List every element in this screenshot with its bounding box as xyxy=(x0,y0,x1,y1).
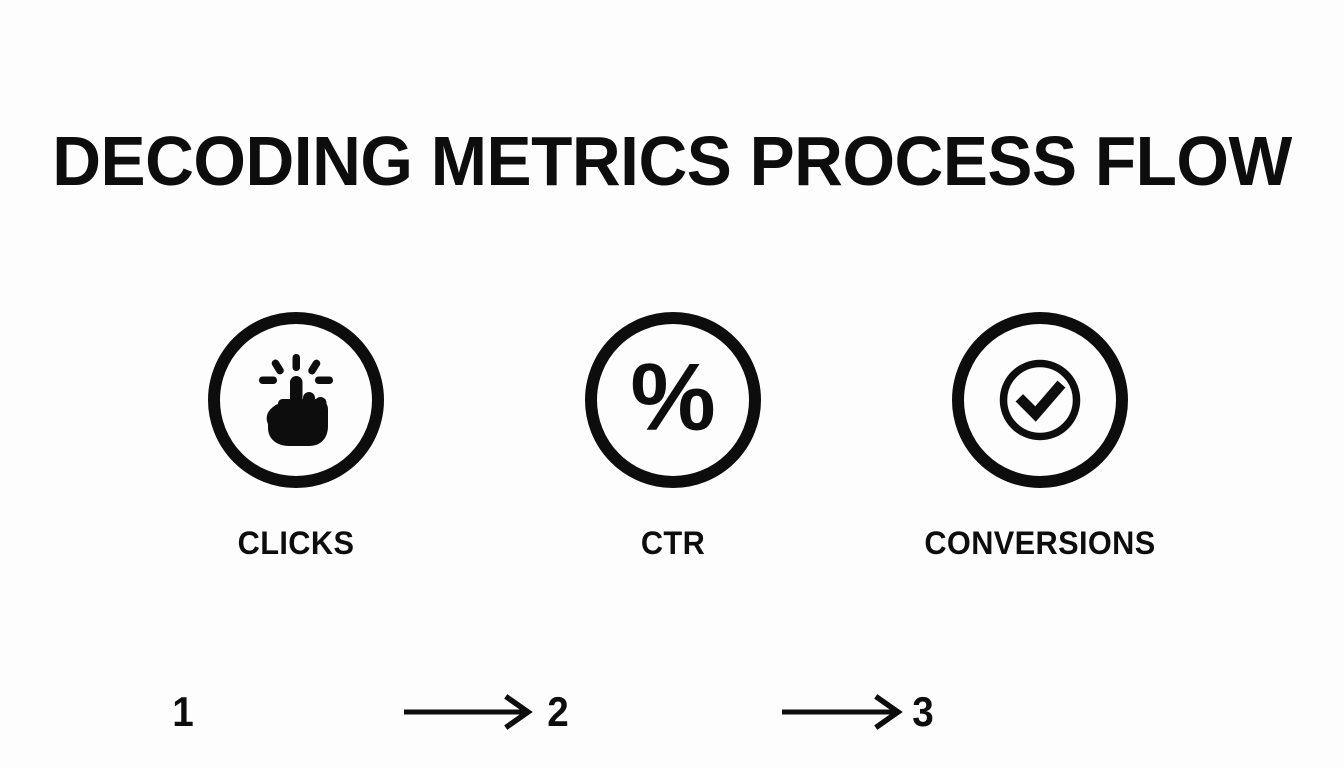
step-icon-holder-3 xyxy=(952,312,1128,488)
page-title: DECODING METRICS PROCESS FLOW xyxy=(52,122,1292,200)
arrow-step2-to-step3 xyxy=(782,690,906,734)
step-icon-holder-2: % xyxy=(585,312,761,488)
percent-icon: % xyxy=(630,344,716,451)
process-step-conversions[interactable] xyxy=(952,312,1128,488)
process-flow-row: % 1 2 3 xyxy=(0,312,1344,735)
check-circle-icon xyxy=(999,359,1081,441)
step-label-clicks: CLICKS xyxy=(237,525,355,561)
arrow-step1-to-step2 xyxy=(404,690,536,734)
step-number-3: 3 xyxy=(912,688,934,735)
process-step-clicks[interactable] xyxy=(208,312,384,488)
process-step-ctr[interactable]: % xyxy=(585,312,761,488)
step-label-conversions: CONVERSIONS xyxy=(924,525,1156,561)
step-label-ctr: CTR xyxy=(640,525,706,561)
step-number-2: 2 xyxy=(547,688,569,735)
step-number-1: 1 xyxy=(172,688,194,735)
step-icon-holder-1 xyxy=(208,312,384,488)
tap-hand-icon xyxy=(259,354,333,446)
